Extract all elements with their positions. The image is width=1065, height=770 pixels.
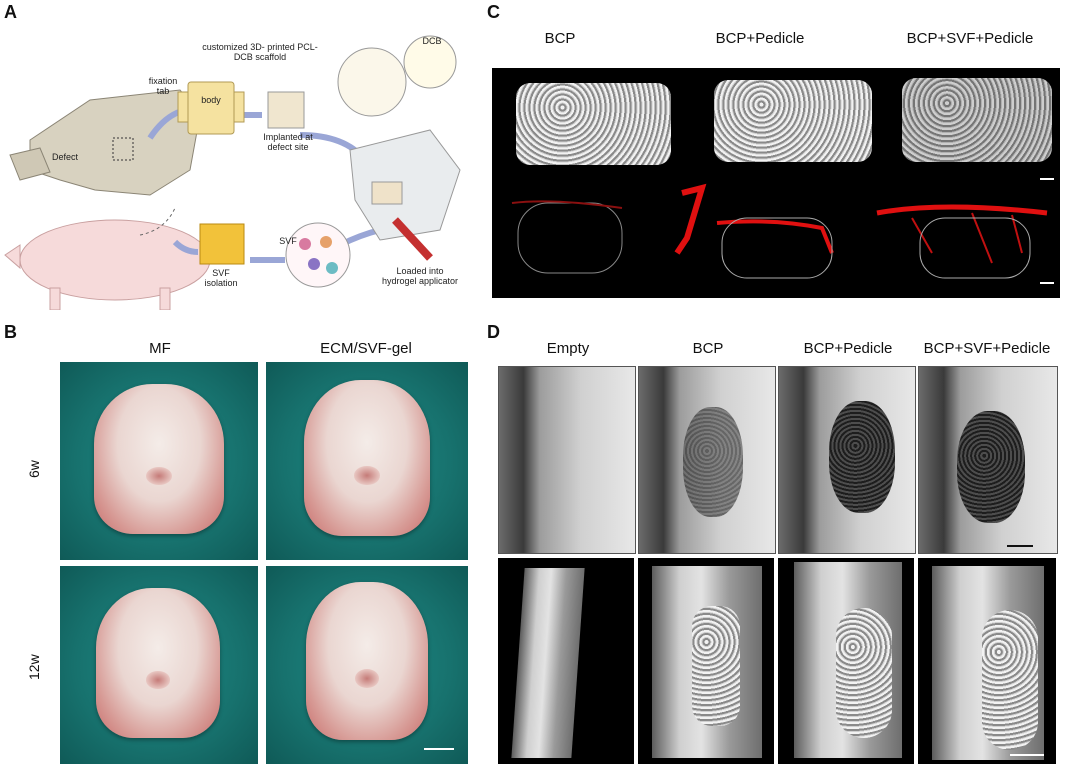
implanted-label: Implanted at defect site (263, 132, 313, 152)
panel-b-col-ecm: ECM/SVF-gel (320, 340, 412, 357)
scale-bar (1007, 545, 1033, 547)
panel-b-row-6w: 6w (26, 460, 42, 478)
panel-d-col-empty: Empty (546, 340, 590, 357)
scale-bar (424, 748, 454, 750)
scaffold-ct-bcp (516, 83, 671, 165)
scaffold-ct-bcp-svf-pedicle (902, 78, 1052, 162)
ct-bcp-pedicle (778, 558, 914, 764)
micro-ct-angiography-panel (492, 68, 1060, 298)
vessel-angiography (511, 183, 1048, 279)
scaffold-ct-bcp-pedicle (714, 80, 872, 162)
panel-label-d: D (487, 322, 500, 342)
scale-bar (1040, 282, 1054, 284)
xray-bcp (638, 366, 776, 554)
fixation-tab-label: fixation tab (148, 76, 178, 96)
panel-d-col-bcp-svf-pedicle: BCP+SVF+Pedicle (923, 340, 1051, 357)
photo-mf-12w (60, 566, 258, 764)
ct-empty (498, 558, 634, 764)
xray-bcp-svf-pedicle (918, 366, 1058, 554)
xray-empty (498, 366, 636, 554)
panel-b-row-12w: 12w (26, 654, 42, 680)
photo-ecm-12w (266, 566, 468, 764)
scale-bar (1010, 754, 1044, 756)
panel-c-col-bcp-svf-pedicle: BCP+SVF+Pedicle (906, 30, 1034, 47)
ct-bcp-svf-pedicle (918, 558, 1056, 764)
panel-d-col-bcp-pedicle: BCP+Pedicle (803, 340, 893, 357)
panel-label-b: B (4, 322, 17, 342)
panel-label-c: C (487, 2, 500, 22)
panel-d-col-bcp: BCP (692, 340, 724, 357)
scale-bar (1040, 178, 1054, 180)
xray-bcp-pedicle (778, 366, 916, 554)
defect-label: Defect (51, 152, 78, 162)
photo-ecm-6w (266, 362, 468, 560)
svf-isolation-label: SVF isolation (204, 268, 238, 288)
loaded-label: Loaded into hydrogel applicator (381, 266, 459, 286)
photo-mf-6w (60, 362, 258, 560)
body-label: body (201, 95, 221, 105)
svf-label: SVF (279, 236, 297, 246)
panel-b-col-mf: MF (149, 340, 171, 357)
ct-bcp (638, 558, 774, 764)
panel-c-col-bcp: BCP (544, 30, 576, 47)
panel-c-col-bcp-pedicle: BCP+Pedicle (715, 30, 805, 47)
scaffold-title-label: customized 3D- printed PCL-DCB scaffold (202, 42, 318, 62)
panel-label-a: A (4, 2, 17, 22)
schematic-illustration (4, 35, 461, 310)
dcb-label: DCB (422, 36, 442, 46)
